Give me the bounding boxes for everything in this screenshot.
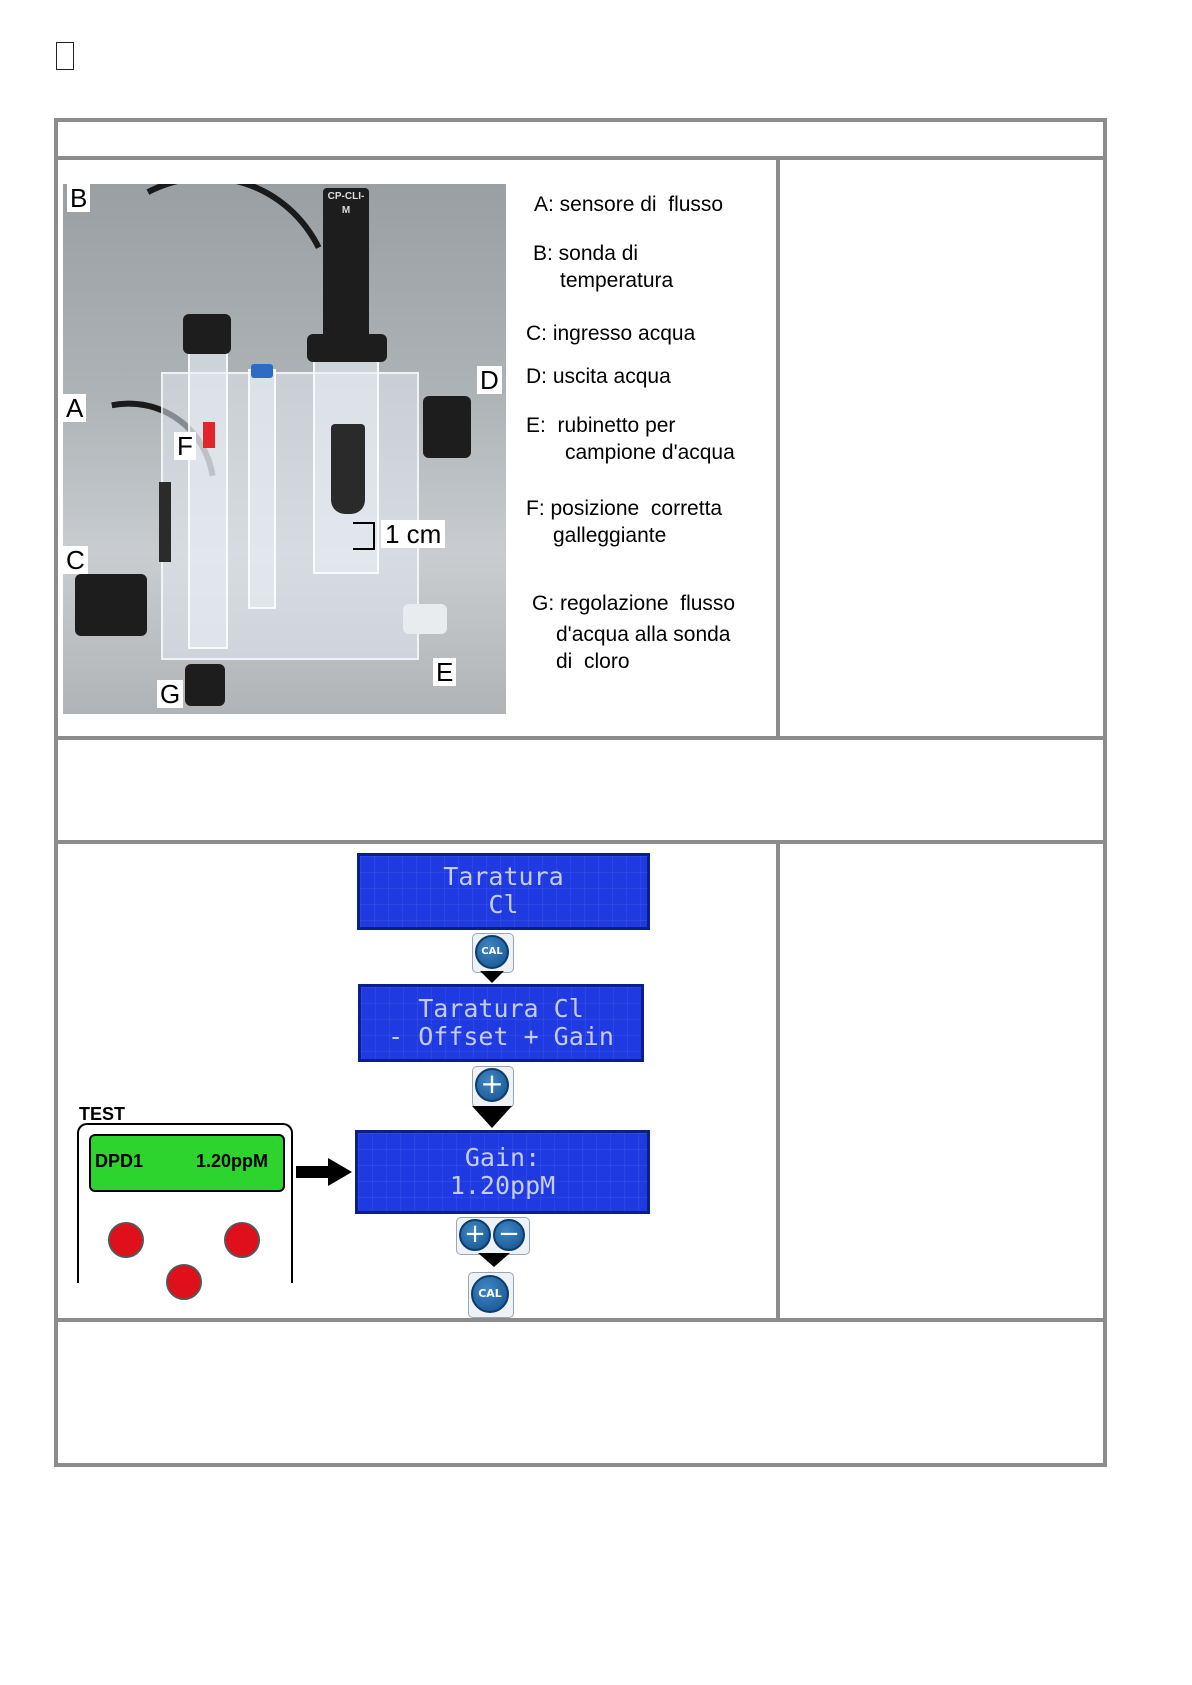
lcd-line: Gain: [464,1143,541,1172]
legend-e-line1: E: rubinetto per [526,414,676,437]
water-outlet-fitting [423,396,471,458]
lcd-line: Taratura [443,862,564,891]
flow-cell-photo: CP-CLI-M 1 cm B A F D C E G [63,184,506,714]
lcd-screen-taratura-cl: Taratura Cl - Offset + Gain [358,984,644,1062]
legend-a: A: sensore di flusso [534,193,724,216]
lcd-screen-taratura: Taratura Cl [357,853,650,930]
label-b: B [67,184,91,212]
table-column-divider [776,158,780,738]
probe-label: CP-CLI-M [327,191,365,216]
water-inlet-fitting [75,574,147,636]
lcd-line: - Offset + Gain [388,1022,614,1051]
test-device-button[interactable] [224,1222,260,1258]
center-tube [248,369,276,609]
legend-c: C: ingresso acqua [526,322,696,345]
table-row-divider [54,156,1107,160]
test-device [77,1123,293,1283]
label-e: E [433,658,457,686]
blue-cap [251,364,273,378]
test-device-title: TEST [79,1104,126,1124]
test-device-screen [89,1134,285,1192]
test-device-button[interactable] [166,1264,202,1300]
scale-bracket [353,522,375,550]
lcd-line: Taratura Cl [418,994,584,1023]
legend-g-line3: di cloro [556,650,630,673]
test-reading-name: DPD1 [95,1151,144,1171]
plus-button[interactable]: + [475,1068,509,1102]
cal-button[interactable]: CAL [475,935,509,969]
table-row-divider [54,736,1107,740]
test-reading-value: 1.20ppM [196,1151,269,1171]
chlorine-probe [323,188,369,338]
label-c: C [63,546,88,574]
arrow-shaft [296,1166,330,1178]
legend-f-line1: F: posizione corretta [526,497,723,520]
legend-b-line1: B: sonda di [533,242,639,265]
red-float [203,422,215,448]
test-device-button[interactable] [108,1222,144,1258]
table-column-divider [776,842,780,1320]
arrow-down-icon [472,1106,512,1128]
table-row-divider [54,840,1107,844]
label-d: D [477,366,502,394]
probe-nut [307,334,387,362]
legend-b-line2: temperatura [560,269,674,292]
minus-button[interactable]: − [493,1219,525,1251]
flow-regulator-knob [185,664,225,706]
flow-tube [188,349,228,649]
arrow-right-icon [328,1158,352,1186]
lcd-line: Cl [488,890,519,919]
cal-button[interactable]: CAL [471,1275,509,1313]
legend-d: D: uscita acqua [526,365,671,388]
document-table [54,118,1107,1467]
arrow-down-icon [480,971,504,983]
plus-button[interactable]: + [459,1219,491,1251]
missing-glyph-icon [56,42,74,70]
flow-sensor-body [159,482,171,562]
legend-g-line2: d'acqua alla sonda [556,623,731,646]
scale-label: 1 cm [381,520,446,548]
arrow-down-icon [478,1253,510,1267]
probe-tip [331,424,365,514]
legend-g-line1: G: regolazione flusso [532,592,736,615]
table-row-divider [54,1318,1107,1322]
lcd-line: 1.20ppM [449,1171,556,1200]
sample-tap [403,604,447,634]
label-g: G [157,680,184,708]
lcd-screen-gain: Gain: 1.20ppM [355,1130,650,1214]
label-a: A [63,394,87,422]
label-f: F [174,432,196,460]
flow-sensor-fitting [183,314,231,354]
legend-f-line2: galleggiante [553,524,667,547]
legend-e-line2: campione d'acqua [565,441,735,464]
